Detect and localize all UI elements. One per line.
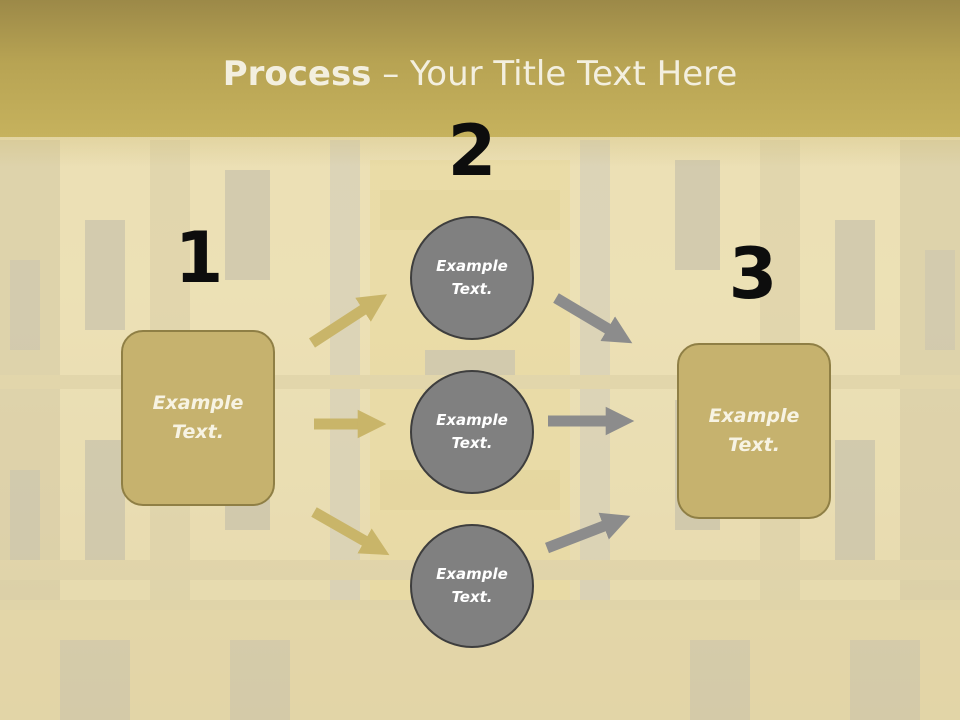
title-rest-part: – Your Title Text Here (371, 54, 738, 94)
circle-bottom-text: Example Text. (436, 565, 508, 606)
circle-node-top[interactable]: Example Text. (410, 216, 534, 340)
arrow-top-to-right (553, 293, 633, 344)
arrow-left-to-top (308, 294, 387, 348)
step-number-1: 1 (174, 217, 224, 299)
circle-top-text: Example Text. (436, 257, 508, 298)
right-process-box[interactable]: Example Text. (677, 343, 831, 519)
title-bold-part: Process (222, 54, 372, 94)
left-box-text: Example Text. (152, 392, 244, 443)
step-number-2: 2 (447, 110, 497, 192)
circle-middle-text: Example Text. (436, 411, 508, 452)
arrow-left-to-bottom (311, 507, 390, 556)
circle-node-bottom[interactable]: Example Text. (410, 524, 534, 648)
left-process-box[interactable]: Example Text. (121, 330, 275, 506)
right-box-text: Example Text. (708, 405, 800, 456)
circle-node-middle[interactable]: Example Text. (410, 370, 534, 494)
arrow-bottom-to-right (545, 512, 631, 554)
title-banner (0, 0, 960, 137)
slide-title: Process – Your Title Text Here (0, 52, 960, 96)
step-number-3: 3 (728, 233, 778, 315)
